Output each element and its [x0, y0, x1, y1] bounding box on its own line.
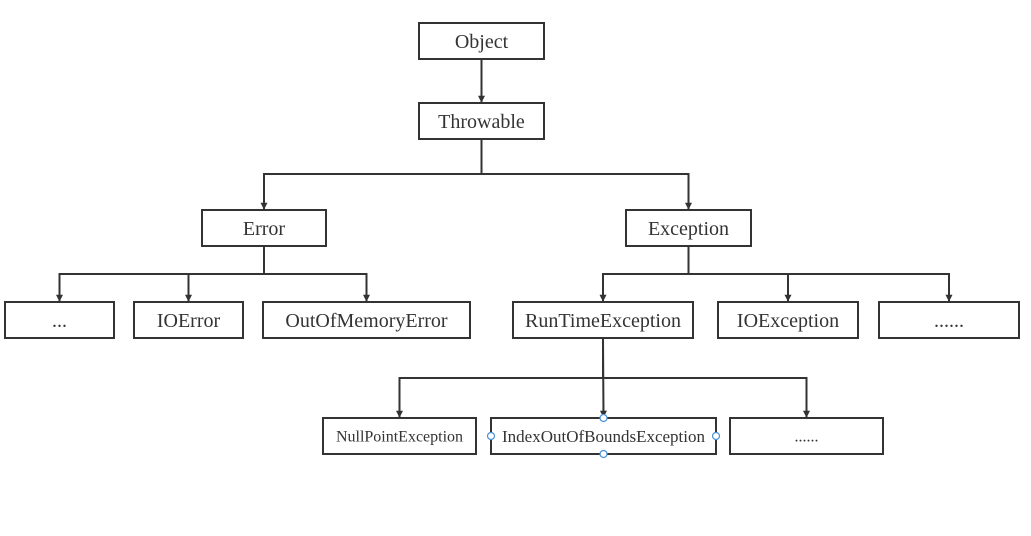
node-exception-label: Exception [648, 218, 729, 240]
node-nullpointexception-box[interactable] [322, 417, 477, 455]
node-exception-box[interactable] [625, 209, 752, 247]
node-error-label: Error [243, 218, 286, 240]
node-exception-more[interactable]: ...... [878, 301, 1020, 339]
node-nullpointexception[interactable]: NullPointException [322, 417, 477, 455]
node-error[interactable]: Error [201, 209, 327, 247]
connection-handle-left[interactable] [486, 431, 496, 441]
edge-throwable-to-exception[interactable] [480, 139, 692, 210]
node-ioerror-label: IOError [157, 310, 221, 332]
node-error-more[interactable]: ... [4, 301, 115, 339]
node-object[interactable]: Object [418, 22, 545, 60]
node-object-box[interactable] [418, 22, 545, 60]
node-exception[interactable]: Exception [625, 209, 752, 247]
node-error-more-box[interactable] [4, 301, 115, 339]
node-ioexception-label: IOException [737, 310, 839, 332]
selection-handles [486, 413, 721, 459]
node-outofmemoryerror[interactable]: OutOfMemoryError [262, 301, 471, 339]
node-runtime-more[interactable]: ...... [729, 417, 884, 455]
node-exception-more-box[interactable] [878, 301, 1020, 339]
node-indexoutofboundsexception[interactable]: IndexOutOfBoundsException [490, 417, 717, 455]
node-ioerror-box[interactable] [133, 301, 244, 339]
edge-throwable-to-error[interactable] [260, 139, 483, 210]
node-ioexception-box[interactable] [717, 301, 859, 339]
node-error-box[interactable] [201, 209, 327, 247]
node-throwable[interactable]: Throwable [418, 102, 545, 140]
connection-handle-top[interactable] [599, 413, 608, 423]
edge-exception-to-exception-more[interactable] [687, 246, 953, 302]
edge-runtimeexception-to-runtime-more[interactable] [602, 338, 810, 418]
node-runtimeexception[interactable]: RunTimeException [512, 301, 694, 339]
edge-exception-to-runtimeexception[interactable] [599, 246, 690, 302]
node-exception-more-label: ...... [934, 310, 964, 332]
node-runtime-more-label: ...... [795, 428, 819, 445]
node-runtimeexception-label: RunTimeException [525, 310, 681, 332]
node-ioexception[interactable]: IOException [717, 301, 859, 339]
node-outofmemoryerror-label: OutOfMemoryError [285, 310, 448, 332]
node-throwable-label: Throwable [438, 111, 525, 133]
edge-runtimeexception-to-nullpointexception[interactable] [396, 338, 604, 418]
node-indexoutofboundsexception-label: IndexOutOfBoundsException [502, 427, 706, 446]
node-ioerror[interactable]: IOError [133, 301, 244, 339]
node-runtime-more-box[interactable] [729, 417, 884, 455]
node-outofmemoryerror-box[interactable] [262, 301, 471, 339]
node-error-more-label: ... [52, 310, 67, 332]
node-throwable-box[interactable] [418, 102, 545, 140]
node-nullpointexception-label: NullPointException [336, 428, 463, 445]
edges-layer [56, 59, 953, 418]
connection-handle-bottom[interactable] [599, 449, 608, 459]
node-object-label: Object [455, 31, 509, 53]
edge-error-to-outofmemoryerror[interactable] [263, 246, 370, 302]
node-runtimeexception-box[interactable] [512, 301, 694, 339]
edge-error-to-ioerror[interactable] [185, 246, 265, 302]
connection-handle-right[interactable] [711, 431, 721, 441]
